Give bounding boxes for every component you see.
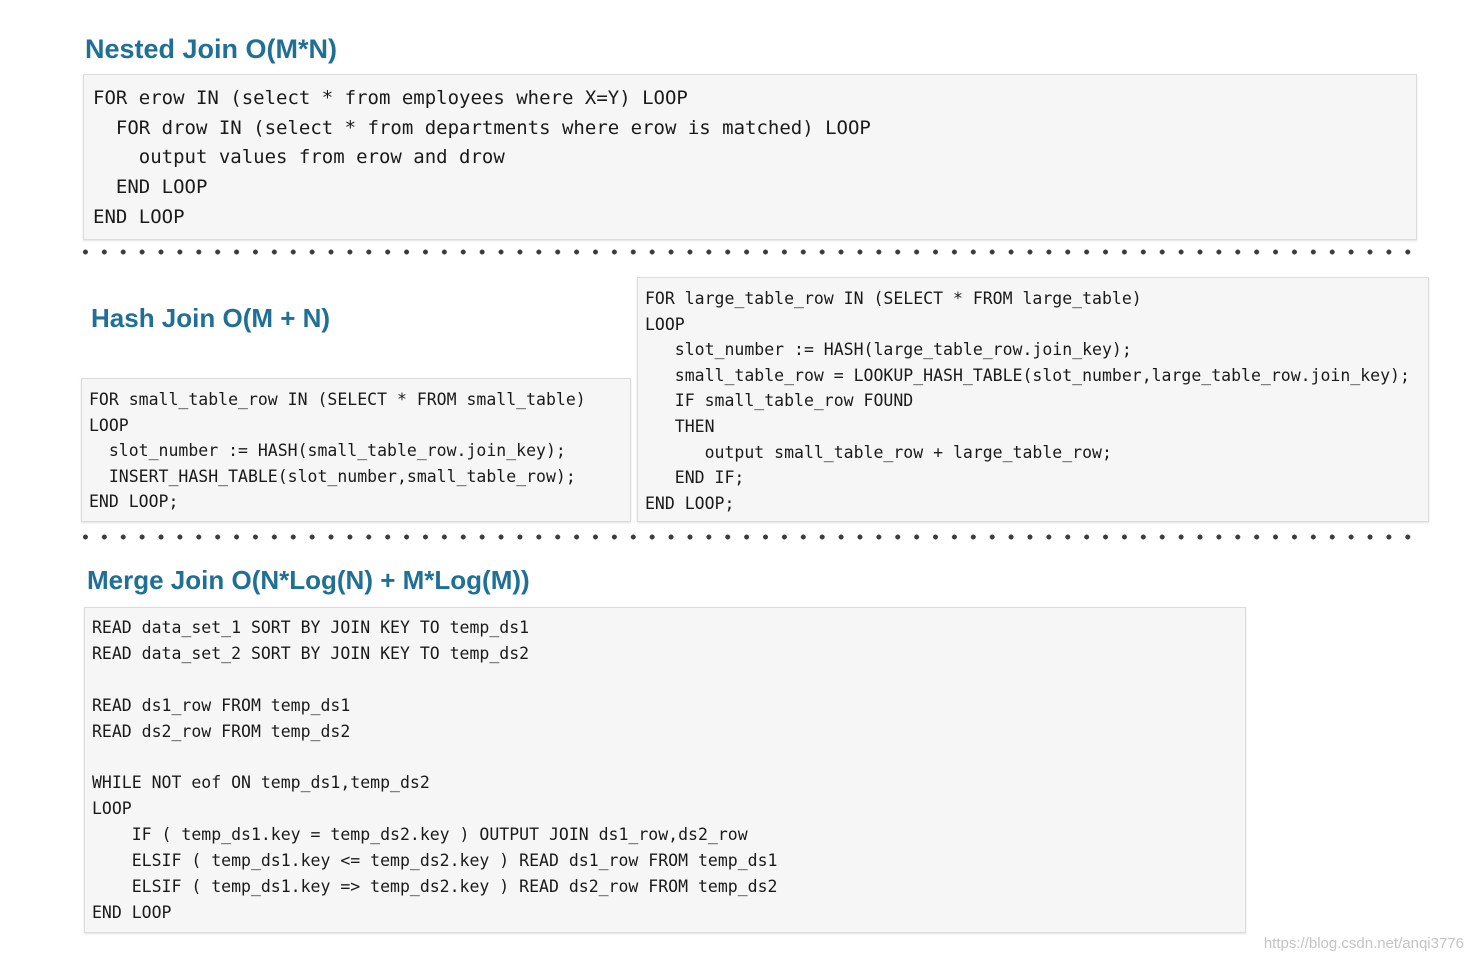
- code-line: output values from erow and drow: [93, 146, 505, 169]
- code-line: WHILE NOT eof ON temp_ds1,temp_ds2: [92, 773, 430, 793]
- code-line: LOOP: [92, 799, 132, 819]
- code-line: [92, 667, 1238, 693]
- hash-join-build-code-block: FOR small_table_row IN (SELECT * FROM sm…: [81, 378, 631, 522]
- code-line: FOR drow IN (select * from departments w…: [93, 116, 871, 139]
- watermark: https://blog.csdn.net/anqi3776: [1263, 935, 1464, 952]
- code-line: READ ds2_row FROM temp_ds2: [92, 721, 351, 741]
- merge-join-code-block: READ data_set_1 SORT BY JOIN KEY TO temp…: [84, 607, 1246, 933]
- code-line: READ data_set_1 SORT BY JOIN KEY TO temp…: [92, 618, 530, 637]
- section-divider-bottom: [76, 534, 1418, 540]
- hash-join-probe-code-block: FOR large_table_row IN (SELECT * FROM la…: [637, 277, 1429, 522]
- code-line: FOR small_table_row IN (SELECT * FROM sm…: [89, 390, 586, 409]
- code-line: output small_table_row + large_table_row…: [645, 442, 1112, 462]
- code-line: READ data_set_2 SORT BY JOIN KEY TO temp…: [92, 643, 530, 663]
- code-line: END LOOP: [92, 902, 172, 922]
- code-line: IF small_table_row FOUND: [645, 391, 914, 411]
- code-line: THEN: [645, 416, 715, 436]
- hash-join-title: Hash Join O(M + N): [91, 303, 331, 333]
- code-line: END LOOP: [93, 205, 185, 228]
- code-line: small_table_row = LOOKUP_HASH_TABLE(slot…: [645, 365, 1410, 385]
- code-line: END LOOP: [93, 176, 208, 199]
- code-line: FOR erow IN (select * from employees whe…: [93, 87, 688, 109]
- code-line: ELSIF ( temp_ds1.key => temp_ds2.key ) R…: [92, 877, 778, 897]
- nested-join-title: Nested Join O(M*N): [85, 34, 338, 64]
- code-line: LOOP: [645, 314, 685, 334]
- code-line: IF ( temp_ds1.key = temp_ds2.key ) OUTPU…: [92, 825, 748, 845]
- code-line: slot_number := HASH(large_table_row.join…: [645, 340, 1132, 360]
- code-line: slot_number := HASH(small_table_row.join…: [89, 441, 566, 461]
- code-line: END LOOP;: [645, 493, 735, 513]
- nested-join-code-block: FOR erow IN (select * from employees whe…: [83, 74, 1417, 240]
- code-line: END LOOP;: [89, 492, 179, 512]
- code-line: READ ds1_row FROM temp_ds1: [92, 695, 351, 715]
- code-line: ELSIF ( temp_ds1.key <= temp_ds2.key ) R…: [92, 851, 778, 871]
- code-line: INSERT_HASH_TABLE(slot_number,small_tabl…: [89, 466, 576, 486]
- code-line: END IF;: [645, 468, 745, 488]
- code-line: FOR large_table_row IN (SELECT * FROM la…: [645, 289, 1142, 308]
- code-line: [92, 745, 1238, 771]
- merge-join-title: Merge Join O(N*Log(N) + M*Log(M)): [87, 565, 530, 595]
- section-divider-top: [76, 249, 1418, 255]
- code-line: LOOP: [89, 415, 129, 435]
